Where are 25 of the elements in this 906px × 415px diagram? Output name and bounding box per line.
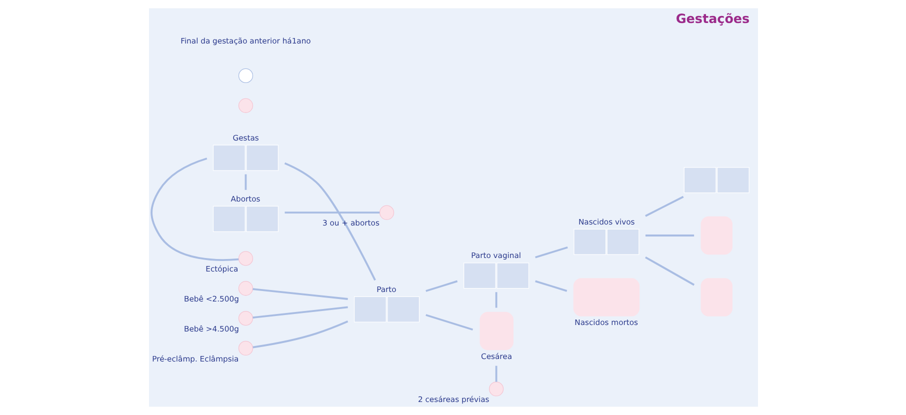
connector	[644, 196, 684, 217]
connector	[494, 292, 497, 308]
connector	[644, 234, 694, 236]
node-circle	[238, 251, 253, 266]
node-circle	[488, 382, 504, 396]
node-circle	[378, 205, 394, 220]
node-circle	[238, 340, 253, 356]
connector	[425, 314, 473, 331]
connector	[252, 306, 348, 319]
connector	[425, 280, 458, 292]
connector	[252, 320, 348, 348]
connector	[284, 212, 380, 214]
connector	[534, 280, 567, 292]
diagram-title: Gestações	[675, 12, 750, 27]
connector	[150, 158, 238, 261]
node-circle	[238, 281, 253, 296]
node-circle	[238, 98, 253, 113]
connector	[252, 288, 348, 300]
node-circle	[238, 68, 253, 84]
connector	[244, 174, 246, 190]
connector	[284, 162, 376, 281]
node-circle	[238, 310, 253, 326]
connector	[494, 366, 497, 382]
connector	[644, 256, 694, 286]
connector	[534, 246, 568, 258]
